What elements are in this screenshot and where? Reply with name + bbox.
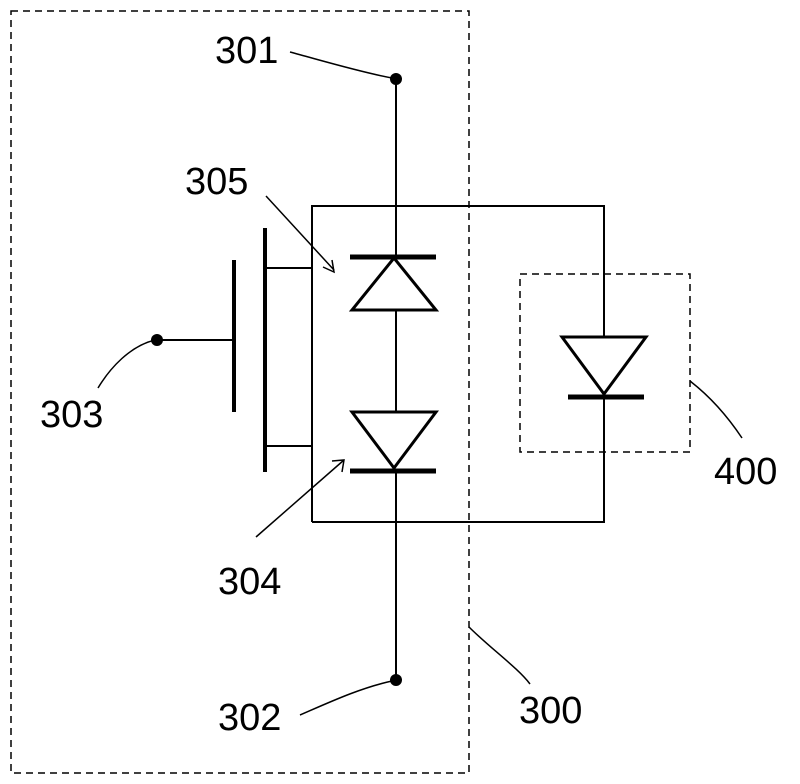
- module-boundary-300: [11, 11, 469, 773]
- diode-304-triangle: [352, 412, 436, 468]
- label-301: 301: [215, 30, 278, 72]
- label-400: 400: [714, 451, 777, 493]
- label-304: 304: [218, 561, 281, 603]
- arrow-305-head: [323, 260, 334, 272]
- label-305: 305: [185, 161, 248, 203]
- diode-305-triangle: [352, 258, 436, 310]
- arrow-305-shaft: [266, 196, 334, 270]
- label-303: 303: [40, 394, 103, 436]
- terminal-302-node: [390, 674, 402, 686]
- label-300: 300: [519, 690, 582, 732]
- diode-400-triangle: [562, 337, 646, 394]
- leader-400: [690, 381, 742, 438]
- leader-301: [290, 52, 392, 78]
- label-302: 302: [218, 697, 281, 739]
- leader-303: [98, 340, 155, 388]
- terminal-301-node: [390, 73, 402, 85]
- arrow-304-shaft: [256, 460, 344, 537]
- leader-302: [300, 681, 392, 715]
- parallel-branch-wire: [312, 206, 604, 522]
- leader-300: [469, 627, 530, 684]
